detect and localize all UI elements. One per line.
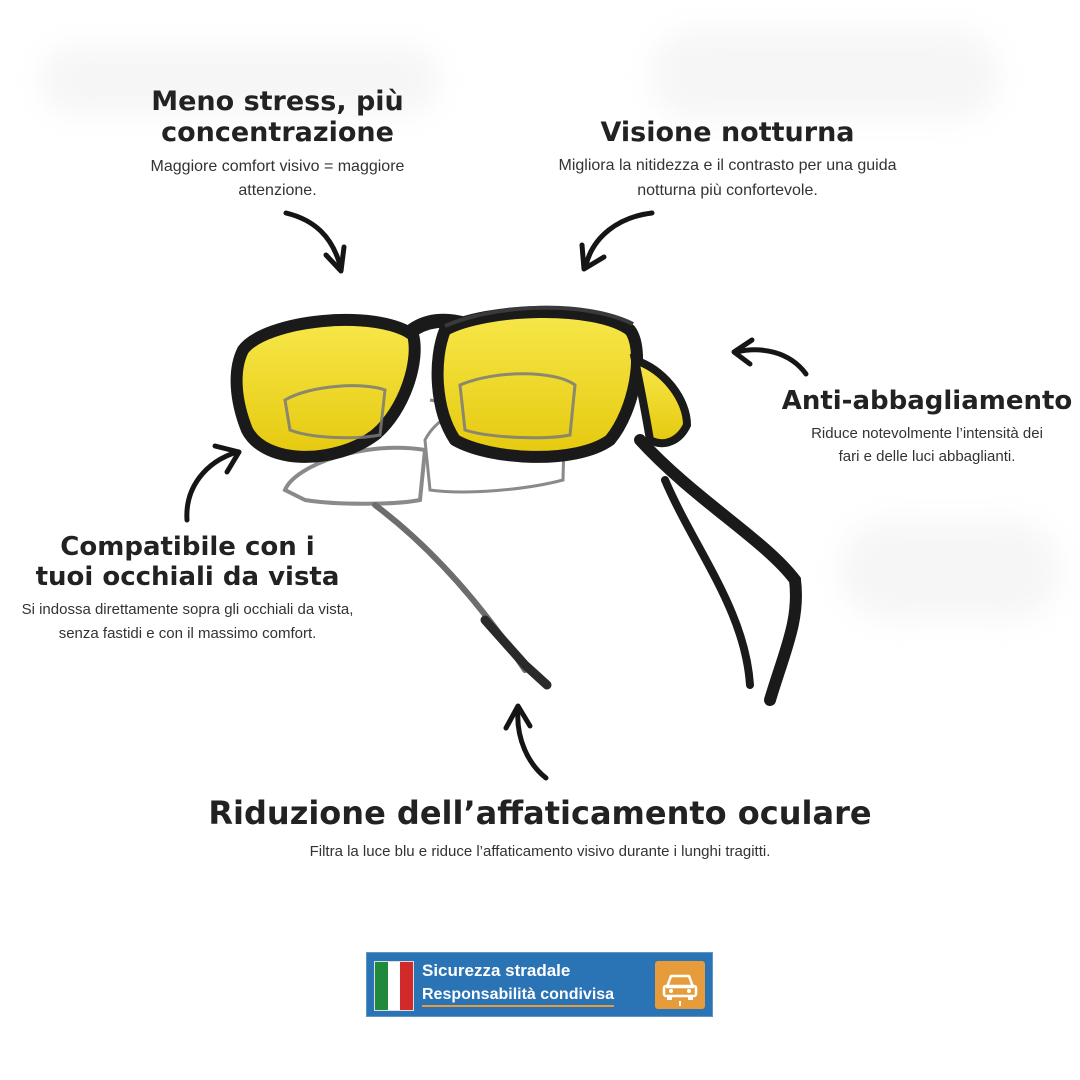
curved-arrow-icon xyxy=(503,703,549,781)
feature-compatible-title: Compatibile con i tuoi occhiali da vista xyxy=(35,532,340,593)
feature-compatible-desc: Si indossa direttamente sopra gli occhia… xyxy=(21,601,354,642)
curved-arrow-icon xyxy=(579,210,655,272)
feature-glare: Anti-abbagliamento Riduce notevolmente l… xyxy=(782,386,1073,469)
car-icon xyxy=(655,961,705,1009)
background-blur xyxy=(40,45,440,115)
feature-glare-title: Anti-abbagliamento xyxy=(781,386,1073,416)
curved-arrow-icon xyxy=(731,337,809,377)
curved-arrow-icon xyxy=(184,443,242,523)
badge-title: Sicurezza stradale xyxy=(422,961,571,980)
feature-glare-desc: Riduce notevolmente l’intensità dei fari… xyxy=(811,425,1043,466)
feature-fatigue-title: Riduzione dell’affaticamento oculare xyxy=(208,794,872,832)
background-blur xyxy=(650,30,1000,120)
curved-arrow-icon xyxy=(283,210,347,274)
overglasses-image xyxy=(230,305,802,706)
road-safety-badge: Sicurezza stradale Responsabilità condiv… xyxy=(366,952,713,1017)
feature-fatigue: Riduzione dell’affaticamento oculare Fil… xyxy=(190,794,890,863)
feature-stress-desc: Maggiore comfort visivo = maggiore atten… xyxy=(150,157,405,200)
feature-stress-title: Meno stress, più concentrazione xyxy=(151,86,404,149)
feature-night: Visione notturna Migliora la nitidezza e… xyxy=(540,117,915,204)
feature-night-title: Visione notturna xyxy=(600,117,855,148)
badge-subtitle: Responsabilità condivisa xyxy=(422,986,615,1007)
feature-compatible: Compatibile con i tuoi occhiali da vista… xyxy=(5,532,370,645)
italian-flag-icon xyxy=(374,961,414,1011)
feature-night-desc: Migliora la nitidezza e il contrasto per… xyxy=(558,157,897,200)
background-blur xyxy=(840,520,1060,620)
feature-stress: Meno stress, più concentrazione Maggiore… xyxy=(110,86,445,204)
feature-fatigue-desc: Filtra la luce blu e riduce l’affaticame… xyxy=(309,843,771,861)
